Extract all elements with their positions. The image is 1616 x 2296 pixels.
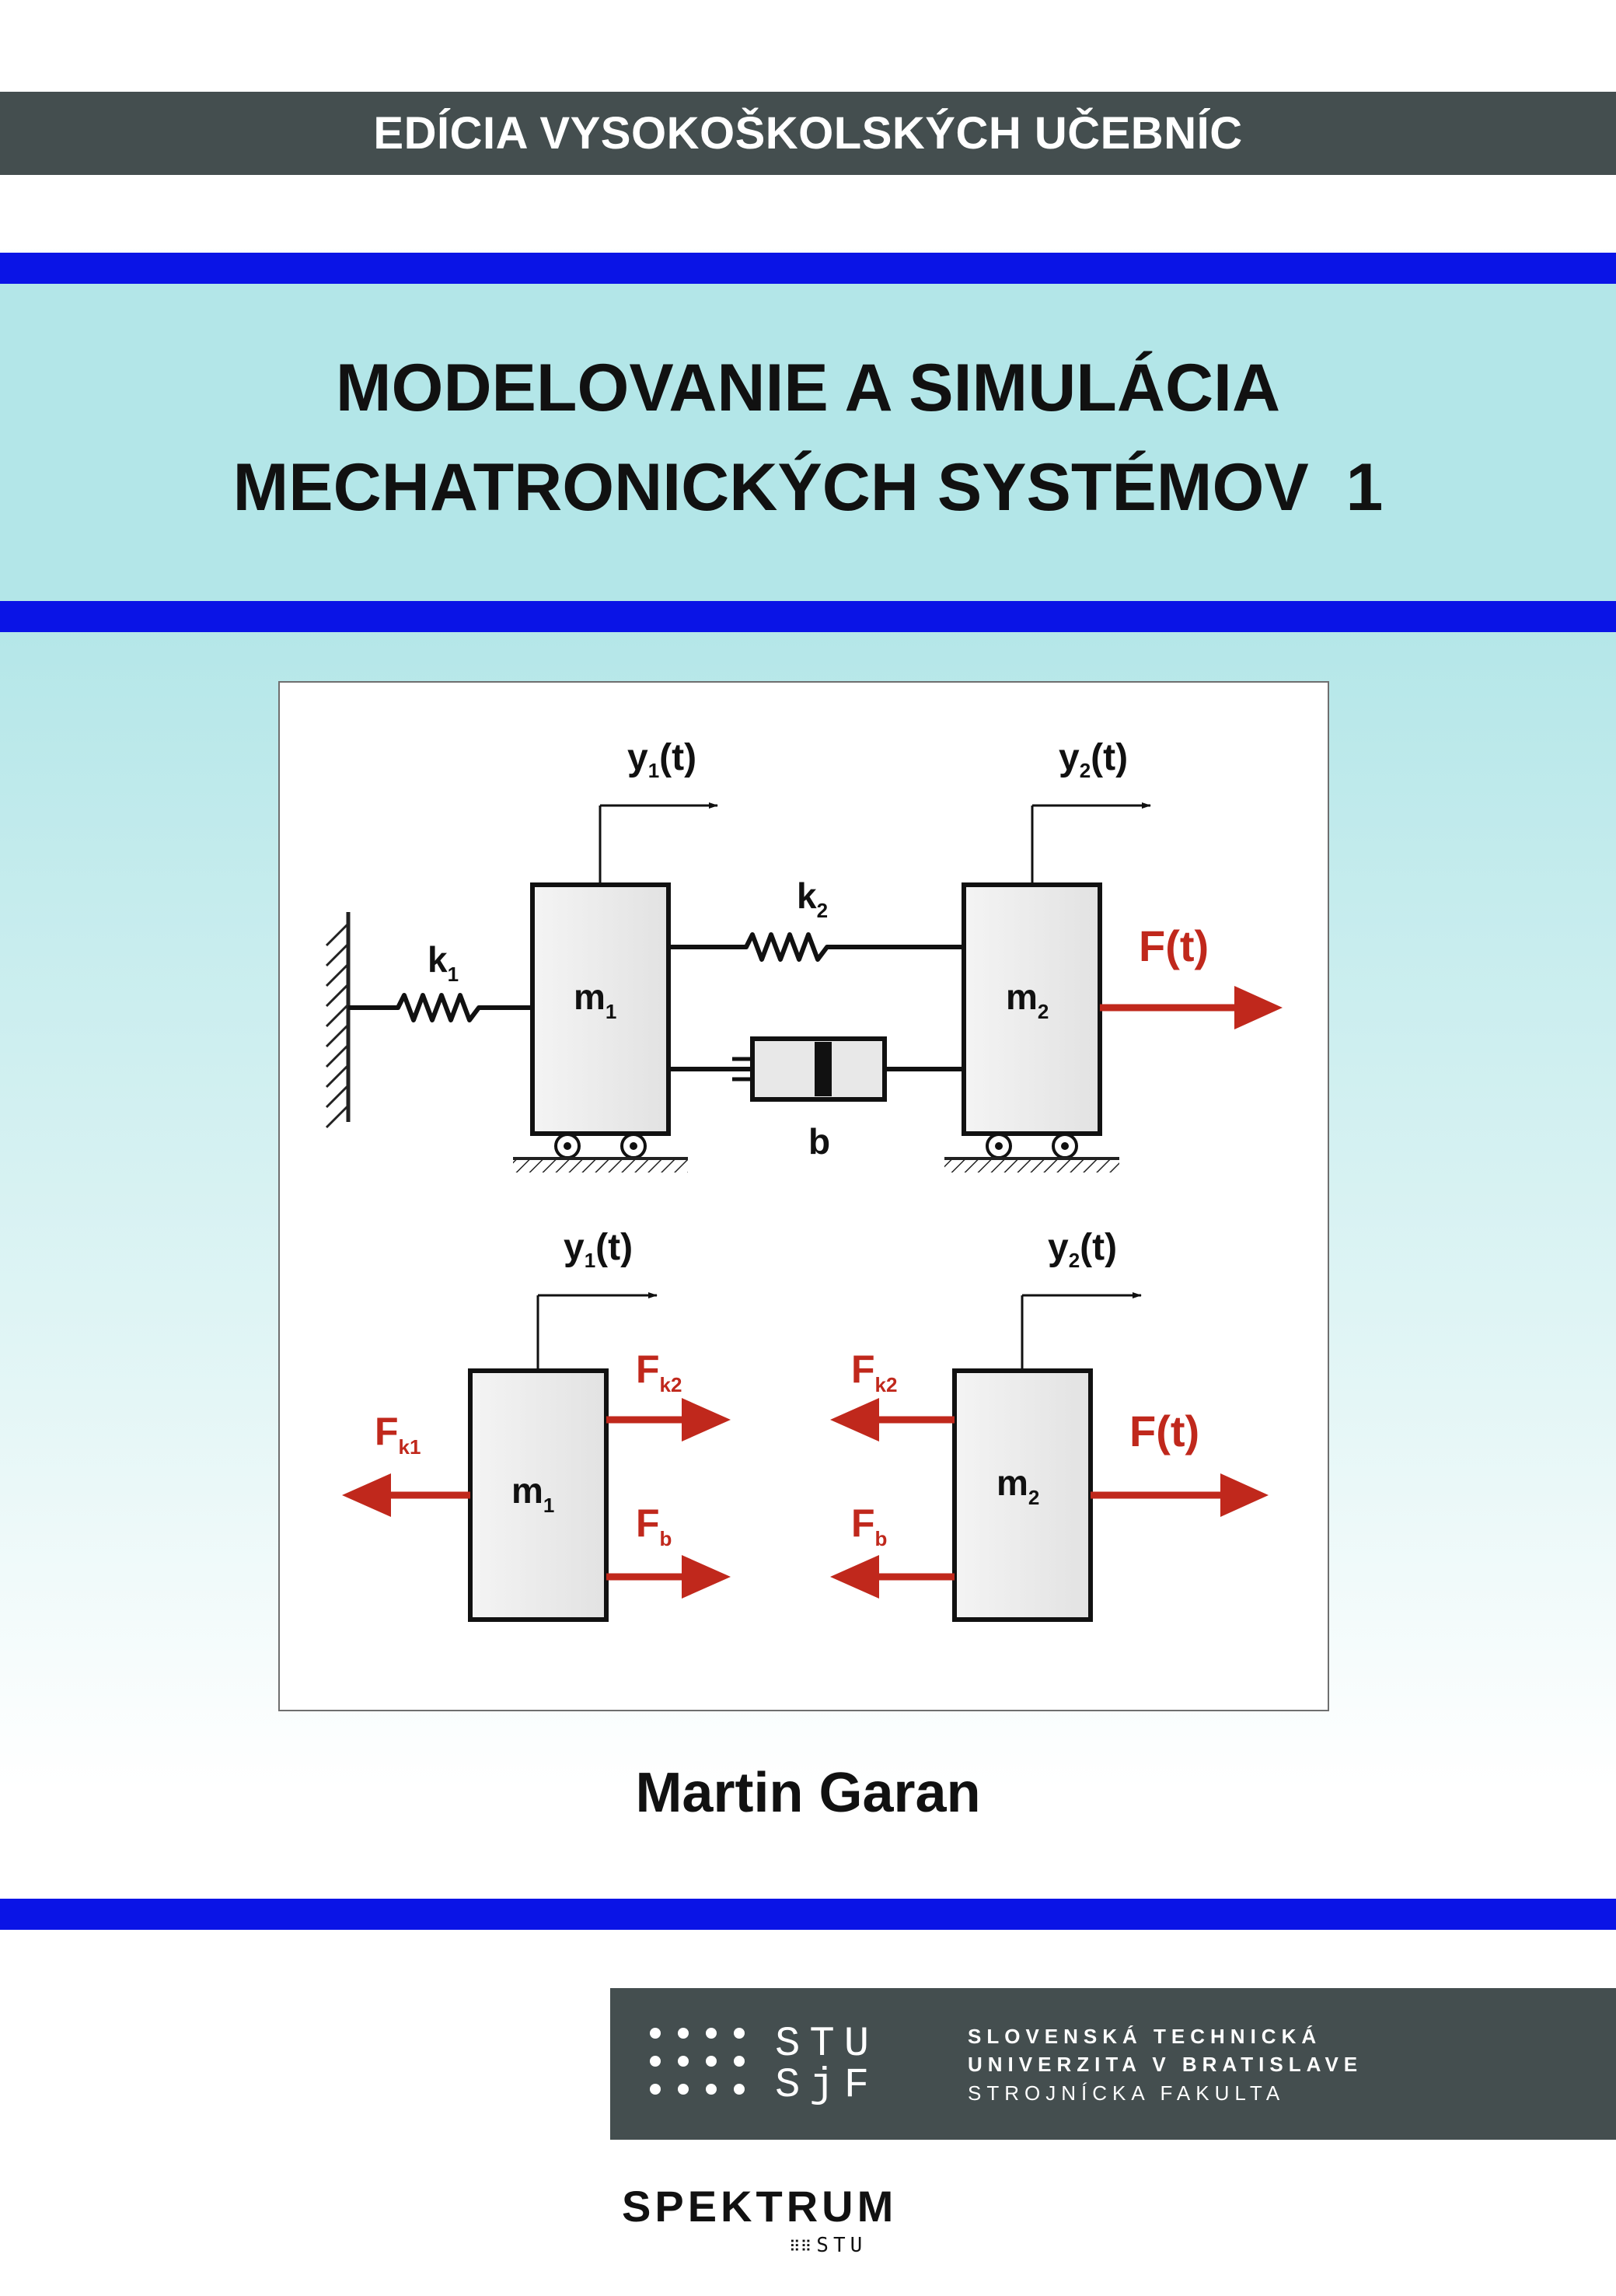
label-y2: y2(t)	[1059, 737, 1128, 782]
label-fb-m1: Fb	[636, 1501, 672, 1550]
label-y1: y1(t)	[627, 737, 696, 782]
arrow-fb-m2-head	[830, 1555, 879, 1599]
label-fk1: Fk1	[375, 1410, 421, 1459]
bottom-blue-stripe	[0, 1899, 1616, 1930]
label-force: F(t)	[1139, 921, 1209, 970]
sjf-abbreviation: SjF	[775, 2062, 879, 2109]
damper-piston	[815, 1042, 832, 1096]
publisher-grid-icon: ⠿⠿	[789, 2237, 812, 2256]
arrow-fk1-head	[342, 1473, 391, 1517]
publisher-logo: SPEKTRUM	[622, 2182, 898, 2231]
top-blue-stripe	[0, 253, 1616, 284]
mass-m1	[530, 882, 671, 1136]
fbd-label-y1: y1(t)	[564, 1227, 633, 1272]
label-fb-m2: Fb	[851, 1501, 887, 1550]
cover-figure: k1 m1 y1(t) k2 b	[278, 681, 1329, 1711]
label-k1: k1	[428, 939, 459, 986]
fbd-mass-m1	[468, 1368, 609, 1622]
label-m2: m2	[1006, 977, 1049, 1023]
mass-spring-damper-diagram: k1 m1 y1(t) k2 b	[325, 737, 1283, 1622]
university-line-1: SLOVENSKÁ TECHNICKÁ	[968, 2025, 1322, 2048]
fbd-force-head	[1220, 1473, 1269, 1517]
label-k2: k2	[797, 875, 828, 922]
fbd-label-y2: y2(t)	[1048, 1227, 1117, 1272]
label-b: b	[808, 1121, 830, 1162]
publisher-sub-label: STU	[816, 2234, 867, 2257]
arrow-fk2-m2-head	[830, 1398, 879, 1442]
wall-hatching	[325, 922, 350, 1129]
fbd-label-force: F(t)	[1129, 1407, 1199, 1456]
spring-k2	[668, 932, 962, 962]
faculty-line: STROJNÍCKA FAKULTA	[968, 2081, 1286, 2105]
book-title-line-1: MODELOVANIE A SIMULÁCIA	[335, 351, 1281, 425]
title-band	[0, 286, 1616, 601]
label-fk2-m1: Fk2	[636, 1347, 682, 1396]
label-fk2-m2: Fk2	[851, 1347, 897, 1396]
series-banner: EDÍCIA VYSOKOŠKOLSKÝCH UČEBNÍC	[0, 92, 1616, 175]
force-arrow-head	[1234, 986, 1283, 1029]
fbd-label-m1: m1	[511, 1470, 554, 1517]
book-title-line-2: MECHATRONICKÝCH SYSTÉMOV 1	[232, 450, 1384, 525]
arrow-fb-m1-head	[682, 1555, 731, 1599]
series-label: EDÍCIA VYSOKOŠKOLSKÝCH UČEBNÍC	[373, 108, 1243, 159]
university-line-2: UNIVERZITA V BRATISLAVE	[968, 2053, 1363, 2076]
institution-banner	[610, 1988, 1616, 2140]
stu-abbreviation: STU	[775, 2021, 879, 2068]
spring-k1	[348, 993, 530, 1022]
ground-hatch-m2	[944, 1160, 1119, 1172]
label-m1: m1	[574, 977, 616, 1023]
middle-blue-stripe	[0, 601, 1616, 632]
publisher-subline: ⠿⠿STU	[789, 2234, 867, 2257]
ground-hatch-m1	[513, 1160, 688, 1172]
author-name: Martin Garan	[635, 1762, 981, 1824]
fbd-label-m2: m2	[996, 1463, 1039, 1509]
arrow-fk2-m1-head	[682, 1398, 731, 1442]
